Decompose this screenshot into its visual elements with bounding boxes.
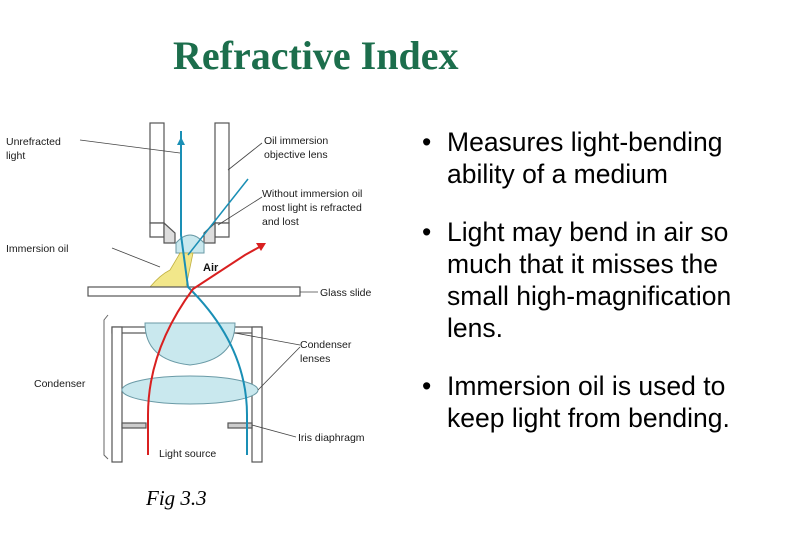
bullet-line: much that it misses the	[447, 249, 718, 279]
immersion-oil-drop	[149, 252, 194, 288]
bullet-dot: •	[422, 371, 432, 401]
leader-without-oil	[217, 196, 263, 226]
leader-condenser-lenses-1	[234, 332, 301, 346]
label-light-source: Light source	[159, 448, 216, 460]
label-immersion-oil: Immersion oil	[6, 243, 68, 255]
label-unrefracted-2: light	[6, 150, 25, 162]
label-oil-objective-1: Oil immersion	[264, 135, 328, 147]
glass-slide	[87, 286, 301, 297]
bullet-line: lens.	[447, 313, 503, 343]
label-condenser-lenses-2: lenses	[300, 353, 330, 365]
bullet-line: ability of a medium	[447, 159, 668, 189]
red-ray-refracted	[147, 243, 266, 455]
bullet-line: keep light from bending.	[447, 403, 730, 433]
leader-immersion-oil	[111, 247, 161, 268]
leader-unrefracted	[79, 139, 181, 154]
label-iris: Iris diaphragm	[298, 432, 365, 444]
bullet-line: Immersion oil is used to	[447, 371, 726, 401]
microscope-diagram: Unrefracted light Oil immersion objectiv…	[6, 122, 372, 463]
label-condenser-lenses-1: Condenser	[300, 339, 352, 351]
bullet-list: • Measures light-bending ability of a me…	[422, 126, 802, 460]
leader-oil-objective	[227, 142, 263, 171]
bullet-line: Light may bend in air so	[447, 217, 729, 247]
leader-condenser-lenses-2	[257, 346, 301, 391]
blue-ray-unrefracted	[177, 131, 248, 455]
bullet-dot: •	[422, 127, 432, 157]
bullet-item: • Immersion oil is used to keep light fr…	[422, 370, 802, 434]
objective-housing	[149, 122, 230, 244]
label-without-oil-2: most light is refracted	[262, 202, 362, 214]
label-glass-slide: Glass slide	[320, 287, 372, 299]
condenser-bracket	[103, 314, 109, 460]
figure-caption: Fig 3.3	[146, 486, 207, 510]
bullet-line: small high-magnification	[447, 281, 732, 311]
objective-lens	[175, 234, 205, 254]
blue-ray-refracted	[187, 178, 249, 256]
slide-title: Refractive Index	[173, 33, 459, 78]
bullet-dot: •	[422, 217, 432, 247]
leader-iris	[251, 424, 297, 438]
label-unrefracted-1: Unrefracted	[6, 136, 61, 148]
label-without-oil-3: and lost	[262, 216, 299, 228]
bullet-line: Measures light-bending	[447, 127, 723, 157]
bullet-item: • Measures light-bending ability of a me…	[422, 126, 802, 190]
label-condenser: Condenser	[34, 378, 86, 390]
label-oil-objective-2: objective lens	[264, 149, 328, 161]
label-without-oil-1: Without immersion oil	[262, 188, 362, 200]
bullet-item: • Light may bend in air so much that it …	[422, 216, 802, 344]
label-air: Air	[203, 262, 219, 274]
condenser-lens-lower	[121, 375, 259, 405]
